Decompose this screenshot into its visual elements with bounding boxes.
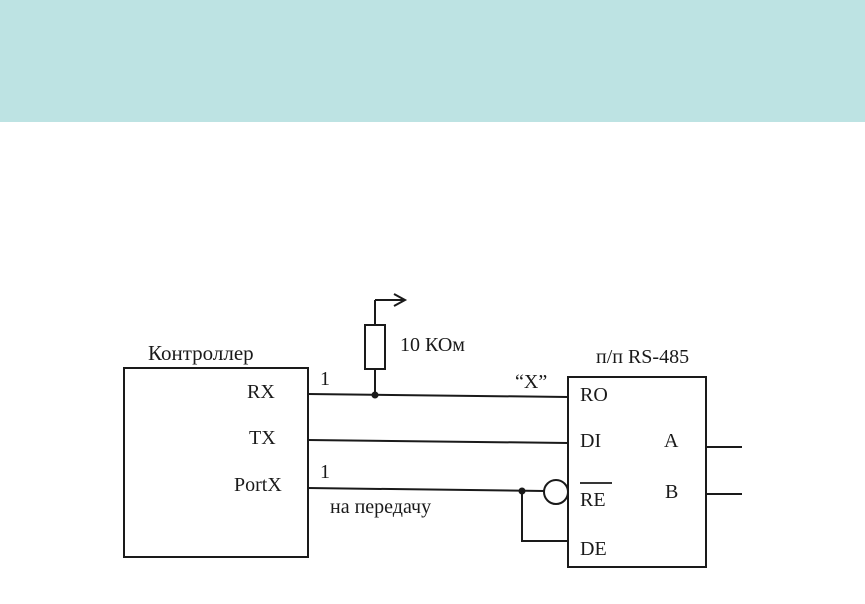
controller-title: Контроллер	[148, 341, 254, 365]
pin-a-label: A	[664, 430, 679, 452]
x-label: “X”	[515, 371, 547, 393]
transmit-label: на передачу	[330, 496, 431, 518]
header-band	[0, 0, 865, 122]
tx-di-wire	[307, 439, 569, 444]
de-branch-wire	[521, 491, 568, 542]
rx-ro-wire	[307, 393, 569, 398]
re-inversion-bubble	[543, 479, 569, 505]
pin-di-label: DI	[580, 430, 601, 452]
pin-rx-label: RX	[247, 381, 275, 403]
wires	[123, 293, 742, 568]
transceiver-block	[567, 376, 707, 568]
transceiver-title: п/п RS-485	[596, 346, 689, 368]
supply-arrow-icon	[393, 293, 408, 307]
junction-dot-portx	[518, 487, 526, 495]
pin-portx-label: PortX	[234, 474, 282, 496]
pin-tx-label: TX	[249, 427, 276, 449]
pin-de-label: DE	[580, 538, 607, 560]
junction-dot-rx	[371, 391, 379, 399]
resistor-body	[364, 324, 386, 370]
pin-re-label: RE	[580, 489, 606, 511]
pin-b-label: B	[665, 481, 678, 503]
controller-block	[123, 367, 309, 558]
portx-re-wire	[307, 487, 545, 492]
portx-level-label: 1	[320, 461, 330, 483]
rx-level-label: 1	[320, 368, 330, 390]
resistor-label: 10 КОм	[400, 334, 465, 356]
pin-ro-label: RO	[580, 384, 608, 406]
